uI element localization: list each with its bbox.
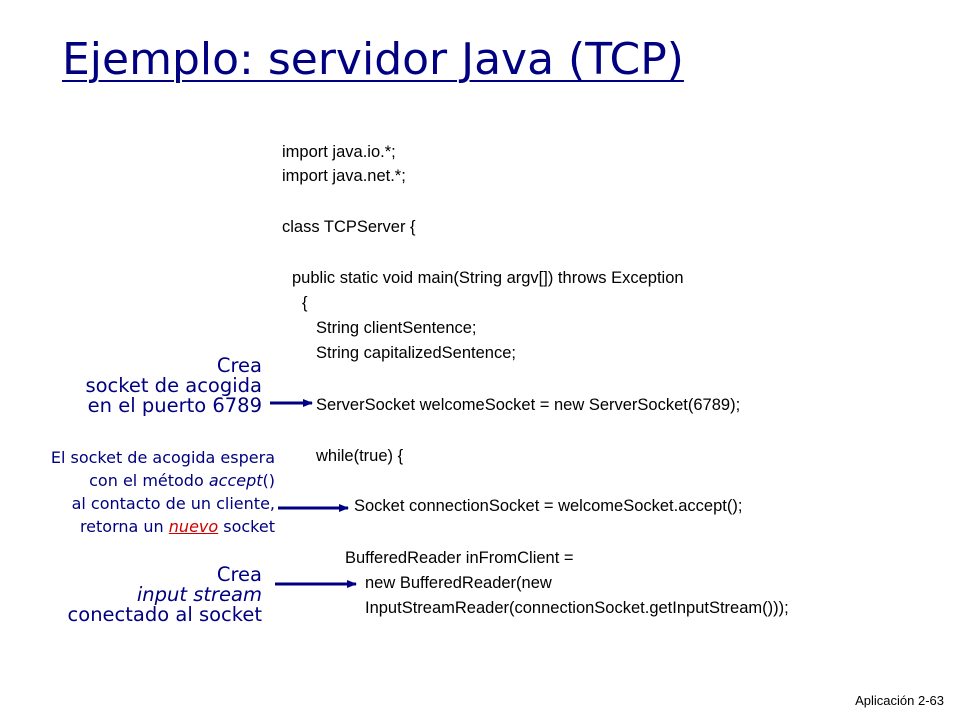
code-line: new BufferedReader(new xyxy=(365,574,552,592)
annotation-welcome-socket: Crea socket de acogida en el puerto 6789 xyxy=(85,354,262,417)
code-line: String clientSentence; xyxy=(316,319,477,337)
code-line: import java.io.*; xyxy=(282,143,396,161)
code-line: class TCPServer { xyxy=(282,218,416,236)
code-line: while(true) { xyxy=(316,447,404,465)
highlight-nuevo: nuevo xyxy=(168,517,219,536)
code-line: Socket connectionSocket = welcomeSocket.… xyxy=(354,497,743,515)
code-line: import java.net.*; xyxy=(282,167,406,185)
annotation-accept: El socket de acogida espera con el métod… xyxy=(50,448,275,536)
code-line: { xyxy=(302,294,308,312)
code-line: BufferedReader inFromClient = xyxy=(345,549,574,567)
annotation-input-stream: Crea input stream conectado al socket xyxy=(67,563,262,626)
slide-title: Ejemplo: servidor Java (TCP) xyxy=(62,34,684,85)
slide-footer: Aplicación 2-63 xyxy=(855,693,944,708)
code-line: public static void main(String argv[]) t… xyxy=(292,269,684,287)
code-line: ServerSocket welcomeSocket = new ServerS… xyxy=(316,396,741,414)
code-line: InputStreamReader(connectionSocket.getIn… xyxy=(365,599,789,617)
code-line: String capitalizedSentence; xyxy=(316,344,516,362)
